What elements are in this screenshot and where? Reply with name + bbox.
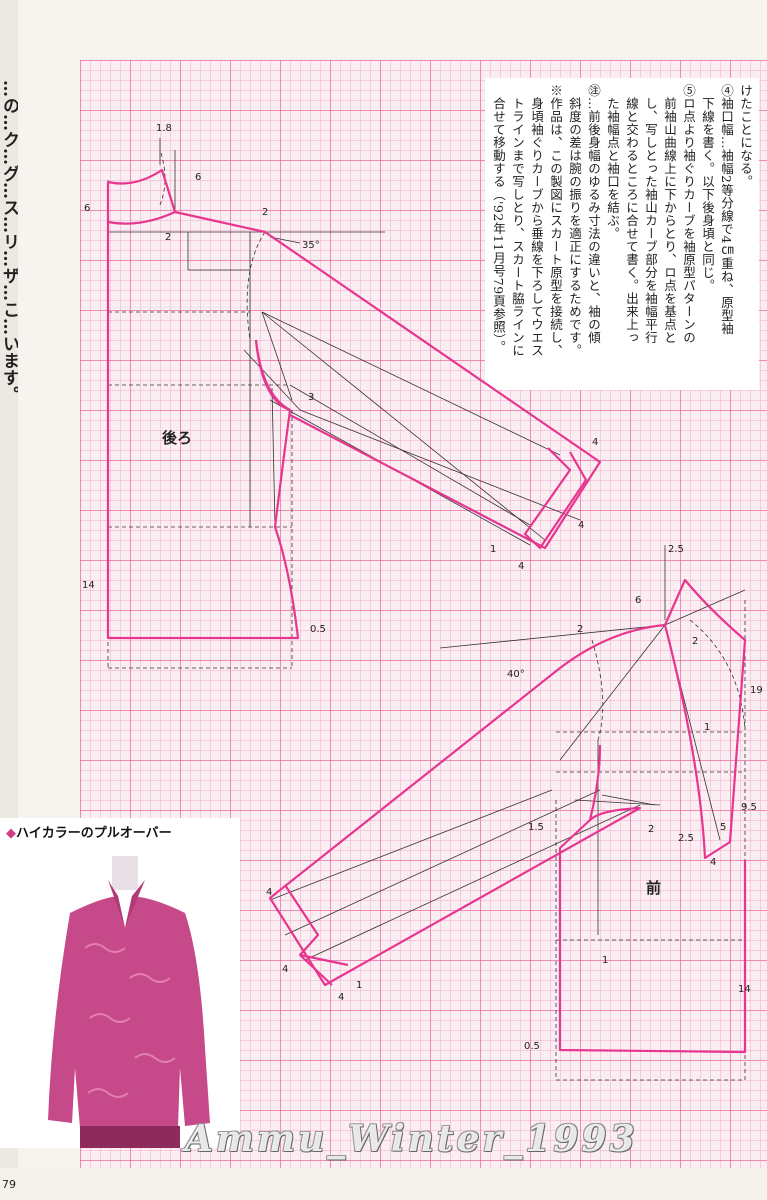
measure-label: 0.5 bbox=[524, 1041, 540, 1052]
measure-label: 1 bbox=[490, 544, 496, 555]
measure-label: 2 bbox=[165, 232, 171, 243]
garment-photo-panel bbox=[0, 818, 240, 1148]
back-construction-lines bbox=[108, 138, 581, 546]
front-construction-lines bbox=[269, 545, 746, 961]
note-line: 斜度の差は腕の振りを適正にするためです。 bbox=[567, 84, 582, 357]
measure-label: 14 bbox=[82, 580, 95, 591]
scan-watermark: Ammu_Winter_1993 bbox=[185, 1118, 638, 1160]
instruction-notes: けたことになる。 ④袖口幅…袖幅2等分線で4㎝重ね、原型袖 下線を書く。以下後身… bbox=[485, 78, 759, 390]
caption-text: ハイカラーのプルオーバー bbox=[16, 826, 172, 841]
photo-caption: ◆ハイカラーのプルオーバー bbox=[6, 822, 172, 841]
measure-label: 4 bbox=[266, 887, 272, 898]
note-line: 下線を書く。以下後身頃と同じ。 bbox=[700, 84, 715, 292]
note-line: トラインまで写しとり、スカート脇ラインに bbox=[510, 84, 525, 357]
note-line: 身頃袖ぐりカーブから垂線を下ろしてウエス bbox=[529, 84, 544, 357]
measure-label: 14 bbox=[738, 984, 751, 995]
note-line: し、写しとった袖山カーブ部分を袖幅平行 bbox=[643, 84, 658, 344]
measure-label: 2 bbox=[648, 824, 654, 835]
measure-label: 1 bbox=[356, 980, 362, 991]
measure-label: 4 bbox=[578, 520, 584, 531]
measure-label: 1.8 bbox=[156, 123, 172, 134]
note-line: 合せて移動する（'92年11月号79頁参照）。 bbox=[491, 84, 506, 354]
measure-label: 5 bbox=[720, 822, 726, 833]
measure-label: 9.5 bbox=[741, 802, 757, 813]
measure-label: 3 bbox=[308, 392, 314, 403]
measure-label: 4 bbox=[592, 437, 598, 448]
note-line: けたことになる。 bbox=[738, 84, 753, 188]
measure-label: 1.5 bbox=[528, 822, 544, 833]
note-line: ④袖口幅…袖幅2等分線で4㎝重ね、原型袖 bbox=[719, 84, 734, 335]
measure-label: 0.5 bbox=[310, 624, 326, 635]
note-line: ⑤ロ点より袖ぐりカーブを袖原型パターンの bbox=[681, 84, 696, 344]
page-number: 79 bbox=[2, 1178, 16, 1191]
measure-label: 4 bbox=[282, 964, 288, 975]
angle-label: 40° bbox=[507, 669, 525, 680]
front-outline bbox=[268, 578, 747, 1054]
measure-label: 2 bbox=[577, 624, 583, 635]
measure-label: 4 bbox=[338, 992, 344, 1003]
diamond-bullet-icon: ◆ bbox=[6, 826, 16, 841]
measure-label: 19 bbox=[750, 685, 763, 696]
pullover-photo bbox=[0, 848, 240, 1148]
back-guide-lines bbox=[107, 149, 293, 669]
measure-label: 2 bbox=[262, 207, 268, 218]
measure-label: 6 bbox=[195, 172, 201, 183]
front-pattern: 2.5 6 2 2 40° 19 1 9.5 5 2.5 4 1.5 2 4 4… bbox=[266, 544, 763, 1081]
measure-label: 2 bbox=[692, 636, 698, 647]
note-line: 前袖山曲線上に下からとり、ロ点を基点と bbox=[662, 84, 677, 344]
note-line: ㊟…前後身幅のゆるみ寸法の違いと、袖の傾 bbox=[586, 84, 601, 344]
measure-label: 6 bbox=[635, 595, 641, 606]
edge-text-fragment: …の…ク…グ…ス…リ…ザ…こ…います。 bbox=[0, 80, 18, 403]
back-outline bbox=[106, 168, 602, 640]
note-line: ※作品は、この製図にスカート原型を接続し、 bbox=[548, 84, 563, 357]
back-piece-label: 後ろ bbox=[161, 429, 192, 447]
page-footer bbox=[0, 1168, 767, 1200]
measure-label: 1 bbox=[704, 722, 710, 733]
measure-label: 2.5 bbox=[668, 544, 684, 555]
measure-label: 6 bbox=[84, 203, 90, 214]
measure-label: 1 bbox=[602, 955, 608, 966]
note-line: 線と交わるところに合せて書く。出来上っ bbox=[624, 84, 639, 344]
note-line: た袖幅点と袖口を結ぶ。 bbox=[605, 84, 620, 240]
angle-label: 35° bbox=[302, 240, 320, 251]
front-piece-label: 前 bbox=[646, 879, 661, 897]
measure-label: 4 bbox=[518, 561, 524, 572]
measure-label: 4 bbox=[710, 857, 716, 868]
back-pattern: 1.8 6 6 2 2 35° 3 4 4 4 1 14 0.5 後ろ bbox=[82, 123, 602, 669]
measure-label: 2.5 bbox=[678, 833, 694, 844]
